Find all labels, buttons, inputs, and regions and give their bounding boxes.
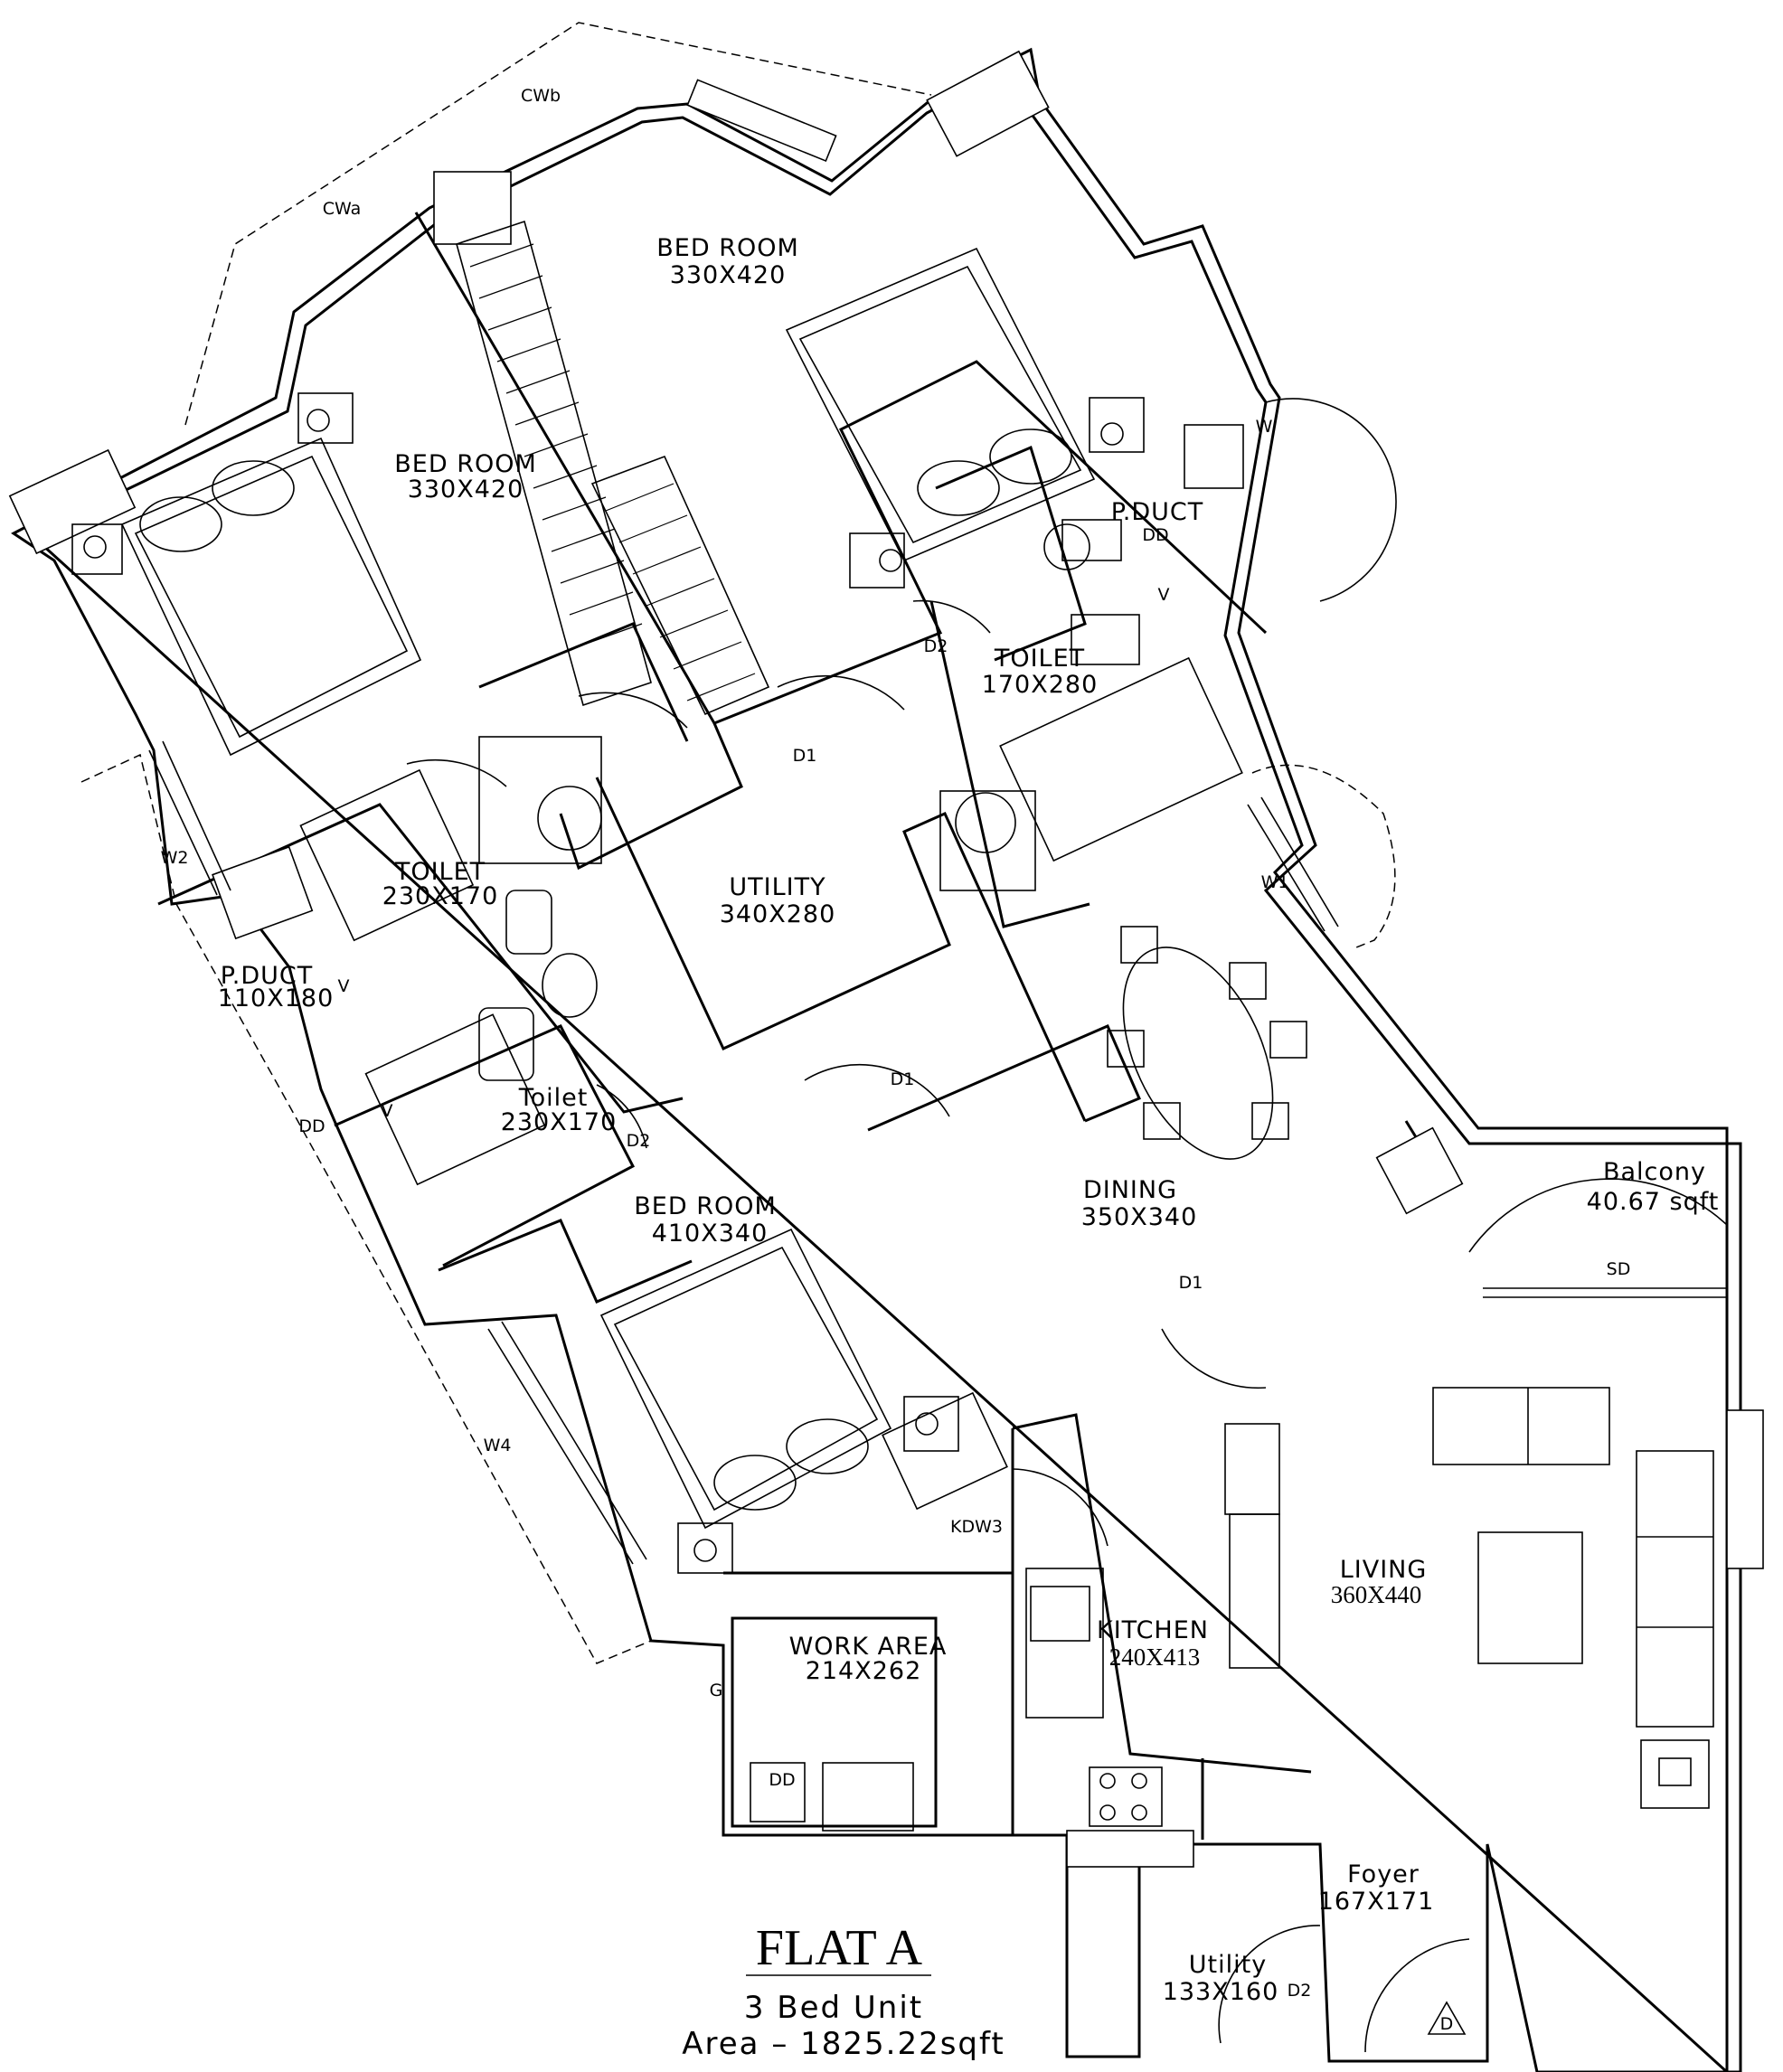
label-bed-bottom-size: 410X340 <box>652 1220 769 1248</box>
tag-d2-a: D2 <box>924 636 948 656</box>
wardrobes <box>456 220 770 716</box>
plan-title: FLAT A <box>756 1920 923 1976</box>
label-living-name: LIVING <box>1340 1556 1428 1584</box>
label-dining-name: DINING <box>1083 1176 1177 1204</box>
bedside-tables <box>71 392 1145 1574</box>
entrance-marker <box>1427 2001 1467 2035</box>
tag-v3: V <box>382 1101 393 1121</box>
tag-w: W <box>1256 417 1273 437</box>
toilet-fixtures <box>299 519 1243 1186</box>
tag-w4: W4 <box>484 1436 512 1455</box>
label-bed-left-size: 330X420 <box>408 476 524 504</box>
label-balcony-size: 40.67 sqft <box>1587 1188 1720 1216</box>
tag-g: G <box>710 1681 723 1700</box>
label-living-size: 360X440 <box>1331 1581 1422 1608</box>
doors <box>406 398 1728 2053</box>
tag-d1-b: D1 <box>891 1069 915 1089</box>
tag-kdw3: KDW3 <box>950 1517 1003 1537</box>
tag-v1: V <box>1158 585 1170 605</box>
tag-w2: W2 <box>161 848 189 868</box>
kitchen-fixtures <box>750 1423 1280 1832</box>
label-utility-small-name: Utility <box>1189 1951 1267 1979</box>
tag-d2-c: D2 <box>1288 1981 1312 2001</box>
bed-left <box>120 437 422 757</box>
label-toilet-low-name: Toilet <box>518 1084 589 1112</box>
tag-dd-left: DD <box>298 1116 325 1136</box>
tag-d1-a: D1 <box>793 746 817 766</box>
plan-subtitle-area: Area – 1825.22sqft <box>682 2026 1005 2062</box>
opening-tags: CWb CWa W DD V D2 D1 W2 W1 V V DD D1 D2 … <box>161 86 1631 2034</box>
label-pduct-left-name: P.DUCT <box>221 962 314 990</box>
title-block: FLAT A 3 Bed Unit Area – 1825.22sqft <box>682 1920 1005 2062</box>
label-foyer-size: 167X171 <box>1318 1888 1435 1916</box>
label-toilet-low-size: 230X170 <box>501 1108 618 1136</box>
label-work-area-size: 214X262 <box>806 1657 922 1685</box>
label-toilet-right-name: TOILET <box>994 645 1085 673</box>
tag-cwb: CWb <box>521 86 561 106</box>
label-toilet-mid-size: 230X170 <box>382 882 499 910</box>
tag-d2-b: D2 <box>627 1131 651 1151</box>
tag-sd: SD <box>1607 1259 1631 1279</box>
bed-bottom <box>599 1228 892 1530</box>
label-bed-bottom-name: BED ROOM <box>634 1192 777 1220</box>
tag-dd-top: DD <box>1142 525 1168 545</box>
label-foyer-name: Foyer <box>1347 1860 1420 1888</box>
plan-subtitle-unit: 3 Bed Unit <box>744 1990 923 2026</box>
windows <box>8 50 1764 1868</box>
label-kitchen-size: 240X413 <box>1109 1643 1201 1671</box>
label-pduct-right-name: P.DUCT <box>1111 498 1204 526</box>
label-work-area-name: WORK AREA <box>789 1633 948 1661</box>
tag-dd-work: DD <box>769 1770 795 1790</box>
label-pduct-left-size: 110X180 <box>218 984 335 1012</box>
bed-top <box>785 247 1096 562</box>
label-bed-left-name: BED ROOM <box>394 450 537 478</box>
tag-d-entry: D <box>1440 2014 1454 2034</box>
label-bed-top-name: BED ROOM <box>656 234 799 262</box>
label-balcony-name: Balcony <box>1603 1158 1706 1186</box>
exterior-walls <box>11 47 1742 2072</box>
label-toilet-mid-name: TOILET <box>394 858 486 886</box>
label-dining-size: 350X340 <box>1081 1203 1198 1231</box>
tag-v2: V <box>338 976 350 996</box>
tag-d1-c: D1 <box>1179 1273 1203 1293</box>
tag-cwa: CWa <box>323 199 361 219</box>
label-toilet-right-size: 170X280 <box>982 671 1099 699</box>
label-utility-size: 340X280 <box>720 900 836 928</box>
room-labels: BED ROOM 330X420 BED ROOM 330X420 TOILET… <box>218 234 1720 2006</box>
label-utility-small-size: 133X160 <box>1163 1978 1279 2006</box>
tag-w1: W1 <box>1261 872 1289 892</box>
label-kitchen-name: KITCHEN <box>1097 1616 1209 1644</box>
living-furniture <box>1432 1387 1714 1809</box>
canopy-outline <box>80 22 1396 1664</box>
label-bed-top-size: 330X420 <box>670 261 787 289</box>
label-utility-name: UTILITY <box>729 873 825 901</box>
dining-table <box>1107 926 1307 1160</box>
